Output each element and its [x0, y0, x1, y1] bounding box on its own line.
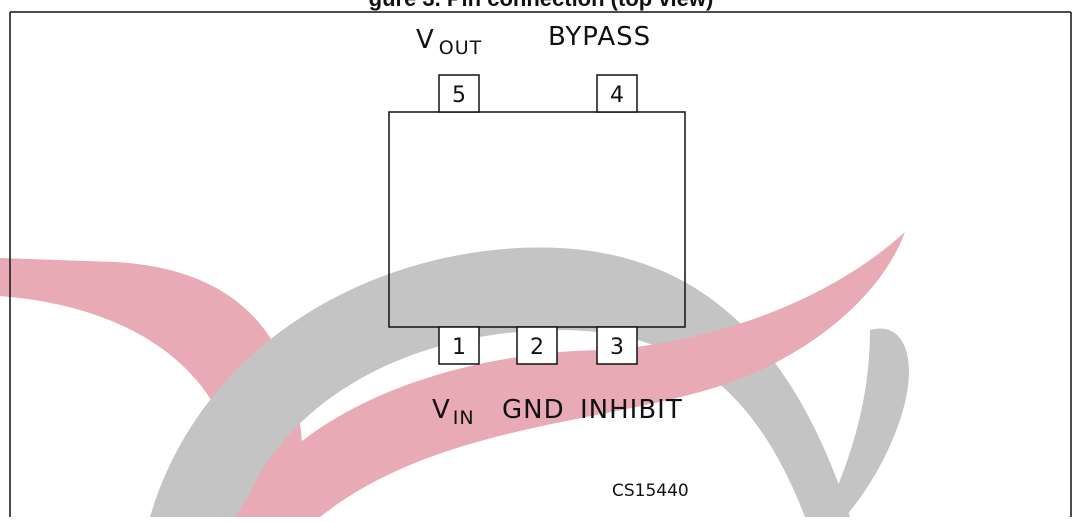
pin-5-box: [438, 74, 480, 113]
pin-4-box: [596, 74, 638, 113]
pin-4-signal-label: BYPASS: [548, 22, 651, 52]
pin-3: 3: [596, 326, 638, 365]
pin-3-signal-label: INHIBIT: [580, 395, 683, 425]
pin-5: 5: [438, 74, 480, 113]
pin-4-number: 4: [610, 83, 624, 108]
watermark-logo: [0, 232, 909, 517]
pin-1-box: [438, 326, 480, 365]
watermark-red-swoosh: [0, 258, 303, 517]
pin-4: 4: [596, 74, 638, 113]
pin-2-box: [516, 326, 558, 365]
pin-5-signal-main: V: [416, 25, 435, 55]
pin-1-signal-sub: IN: [453, 407, 475, 429]
pin-1-signal-main: V: [432, 395, 451, 425]
pin-1: 1: [438, 326, 480, 365]
watermark-gray-arc-right: [825, 328, 909, 517]
pin-2-number: 2: [530, 335, 544, 360]
pin-2-signal-label: GND: [502, 395, 565, 425]
figure-title: gure 3. Pin connection (top view): [369, 0, 714, 11]
pin-5-number: 5: [452, 83, 466, 108]
watermark-gray-arc: [150, 247, 850, 517]
watermark-red-swoosh-large: [235, 232, 905, 517]
drawing-code: CS15440: [612, 481, 689, 501]
pin-3-number: 3: [610, 335, 624, 360]
pin-2: 2: [516, 326, 558, 365]
pin-5-signal-sub: OUT: [439, 37, 482, 59]
pin-1-number: 1: [452, 335, 466, 360]
pin-3-box: [596, 326, 638, 365]
